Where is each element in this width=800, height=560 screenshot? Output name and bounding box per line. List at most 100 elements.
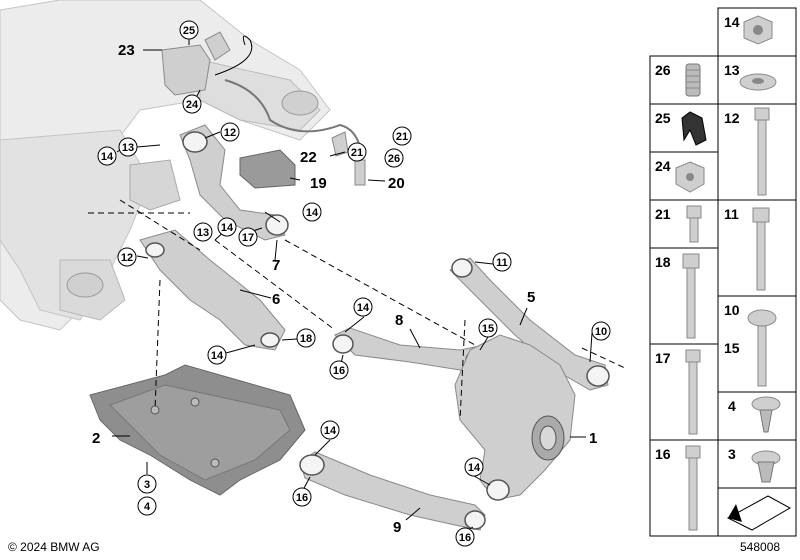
label-8: 8	[395, 312, 403, 329]
svg-text:21: 21	[396, 131, 408, 143]
panel-num-25: 25	[655, 110, 671, 126]
main-labels: 1 2 5 6 7 8 9 19 20 22 23	[92, 42, 597, 536]
callout-14: 14	[464, 457, 484, 477]
copyright: © 2024 BMW AG	[8, 540, 100, 554]
panel-num-26: 26	[655, 62, 671, 78]
part-6-arm	[139, 229, 286, 351]
callout-17: 17	[238, 227, 258, 247]
panel-num-17: 17	[655, 350, 671, 366]
panel-num-16: 16	[655, 446, 671, 462]
label-23: 23	[118, 42, 135, 59]
callout-11: 11	[492, 252, 512, 272]
washer-icon	[739, 73, 777, 91]
part-23-bracket	[161, 31, 231, 96]
svg-text:14: 14	[101, 151, 114, 163]
svg-text:17: 17	[242, 232, 254, 244]
label-9: 9	[393, 519, 401, 536]
label-2: 2	[92, 430, 100, 447]
svg-text:24: 24	[186, 99, 199, 111]
svg-text:14: 14	[357, 302, 370, 314]
svg-text:14: 14	[324, 425, 337, 437]
callout-14: 14	[97, 146, 117, 166]
panel-num-15: 15	[724, 340, 740, 356]
collar-bolt-icon	[685, 445, 701, 531]
part-7-control-arm	[179, 124, 289, 241]
callout-21: 21	[347, 142, 367, 162]
part-1-wheel-carrier	[454, 334, 576, 501]
part-2-underbody-panel	[89, 364, 306, 496]
hex-bolt-long-icon	[754, 107, 770, 196]
part-19-cover	[239, 149, 296, 189]
callout-14: 14	[207, 345, 227, 365]
label-22: 22	[300, 149, 317, 166]
panel-num-21: 21	[655, 206, 671, 222]
svg-text:11: 11	[496, 257, 508, 269]
panel-num-4: 4	[728, 398, 736, 414]
callout-26: 26	[384, 148, 404, 168]
svg-text:26: 26	[388, 153, 400, 165]
svg-text:16: 16	[296, 492, 308, 504]
svg-text:12: 12	[224, 127, 236, 139]
torx-bolt-icon	[682, 253, 700, 339]
svg-text:16: 16	[333, 365, 345, 377]
label-20: 20	[388, 175, 405, 192]
callout-16: 16	[329, 360, 349, 380]
assembly-lines	[88, 199, 626, 421]
direction-arrow-icon	[726, 495, 792, 531]
callout-15: 15	[478, 318, 498, 338]
panel-num-24: 24	[655, 158, 671, 174]
callout-25: 25	[179, 20, 199, 40]
clip-icon	[681, 111, 707, 146]
callout-18: 18	[296, 328, 316, 348]
callout-21: 21	[392, 126, 412, 146]
hex-bolt-icon	[752, 207, 770, 291]
flange-nut-icon	[743, 15, 773, 45]
callout-16: 16	[292, 487, 312, 507]
callout-12: 12	[220, 122, 240, 142]
svg-text:14: 14	[221, 222, 234, 234]
svg-text:13: 13	[122, 142, 134, 154]
panel-num-10: 10	[724, 302, 740, 318]
svg-text:12: 12	[121, 252, 133, 264]
callout-24: 24	[182, 94, 202, 114]
svg-text:3: 3	[144, 479, 150, 491]
short-bolt-icon	[686, 205, 702, 243]
label-19: 19	[310, 175, 327, 192]
parts-panel: 14 26 13 25 12 24 21 11 18 10 15 17 4 16…	[649, 7, 797, 537]
callout-14: 14	[320, 420, 340, 440]
plastic-rivet-icon	[751, 396, 781, 433]
label-7: 7	[272, 257, 280, 274]
panel-num-13: 13	[724, 62, 740, 78]
sleeve-icon	[685, 63, 701, 97]
eccentric-bolt-icon	[747, 309, 777, 387]
callout-13: 13	[193, 222, 213, 242]
svg-text:21: 21	[351, 147, 363, 159]
part-5-arm	[449, 257, 610, 391]
circled-labels: 25 24 12 13 14 14 13 17 14 21 21 26 12 1…	[97, 20, 611, 547]
callout-10: 10	[591, 321, 611, 341]
svg-text:10: 10	[595, 326, 607, 338]
callout-14: 14	[353, 297, 373, 317]
callout-13: 13	[118, 137, 138, 157]
panel-num-14: 14	[724, 14, 740, 30]
callout-16: 16	[455, 527, 475, 547]
label-5: 5	[527, 289, 535, 306]
svg-text:13: 13	[197, 227, 209, 239]
diagram-id: 548008	[740, 540, 781, 554]
svg-text:16: 16	[459, 532, 471, 544]
part-22-clip	[331, 131, 349, 157]
callout-14: 14	[217, 217, 237, 237]
svg-text:18: 18	[300, 333, 312, 345]
callout-4: 4	[137, 496, 157, 516]
callout-3: 3	[137, 474, 157, 494]
hex-nut-icon	[675, 161, 705, 193]
svg-text:14: 14	[306, 207, 319, 219]
rear-axle-subframe	[0, 0, 331, 331]
callout-14: 14	[302, 202, 322, 222]
svg-text:14: 14	[211, 350, 224, 362]
label-6: 6	[272, 291, 280, 308]
panel-num-3: 3	[728, 446, 736, 462]
panel-num-18: 18	[655, 254, 671, 270]
panel-num-12: 12	[724, 110, 740, 126]
